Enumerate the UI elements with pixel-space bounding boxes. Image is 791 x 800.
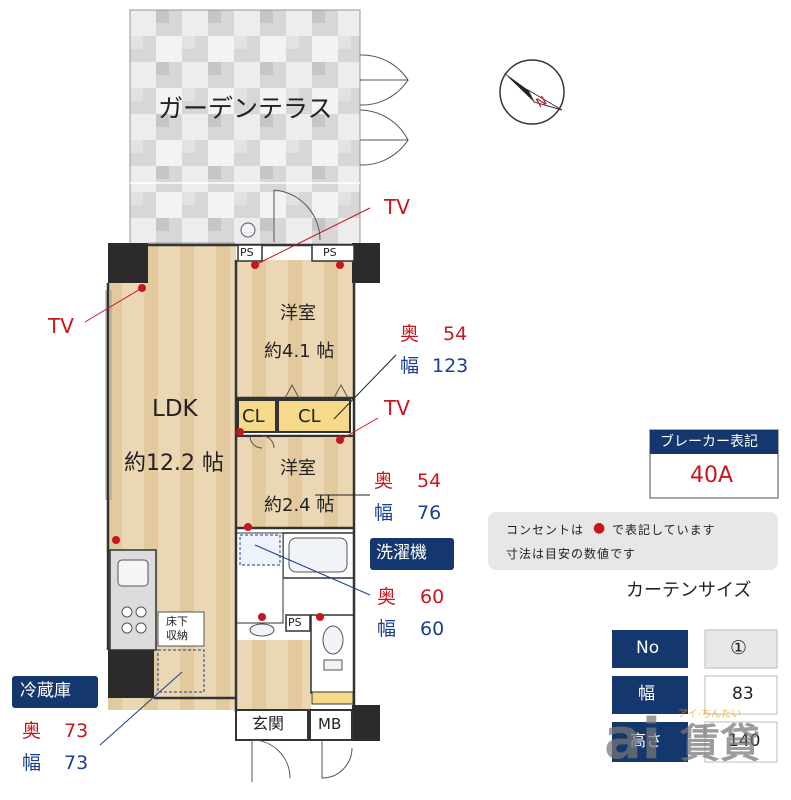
ps-label-3: PS xyxy=(288,616,302,629)
western2-label: 洋室 xyxy=(280,458,316,479)
breaker-value: 40A xyxy=(690,463,734,488)
curtain1-depth: 54 xyxy=(443,323,468,345)
washer-depth-label: 奥 xyxy=(377,586,397,608)
fridge-width: 73 xyxy=(64,752,89,774)
curtain2-depth: 54 xyxy=(417,470,442,492)
notes-line1b: で表記しています xyxy=(612,523,716,537)
ps-label-1: PS xyxy=(240,246,254,259)
closet-label-1: CL xyxy=(242,406,265,427)
curtain2-depth-label: 奥 xyxy=(374,470,394,492)
western1-label: 洋室 xyxy=(280,303,316,324)
fridge-depth: 73 xyxy=(64,720,89,742)
curtain1-depth-label: 奥 xyxy=(400,323,420,345)
washer-title: 洗濯機 xyxy=(376,543,427,563)
mb-label: MB xyxy=(318,715,342,733)
washer-badge xyxy=(370,538,454,570)
breaker-title: ブレーカー表記 xyxy=(660,434,758,450)
closet-small xyxy=(237,399,277,433)
curtain-row-value-1: ① xyxy=(730,637,748,659)
fridge-width-label: 幅 xyxy=(22,752,42,774)
fridge-depth-label: 奥 xyxy=(22,720,42,742)
storage-label-2: 収納 xyxy=(166,629,188,642)
washer-depth: 60 xyxy=(420,586,445,608)
western1-floor xyxy=(236,260,354,398)
garden-terrace-area xyxy=(129,9,361,246)
garden-terrace-label: ガーデンテラス xyxy=(158,94,333,123)
curtain-table-title: カーテンサイズ xyxy=(626,580,752,601)
fridge-title: 冷蔵庫 xyxy=(20,681,71,701)
notes-line1a: コンセントは xyxy=(506,523,585,537)
ps-label-2: PS xyxy=(323,246,337,259)
curtain-row-label-3: 高さ xyxy=(630,731,663,750)
western2-floor xyxy=(236,438,354,528)
curtain1-width: 123 xyxy=(432,355,469,377)
tv-label-2: TV xyxy=(48,314,74,338)
entrance-box xyxy=(235,709,309,741)
mb-box xyxy=(309,709,353,741)
ldk-label: LDK xyxy=(152,396,198,422)
curtain-row-label-2: 幅 xyxy=(638,684,655,704)
curtain2-width-label: 幅 xyxy=(374,502,394,524)
storage-label-1: 床下 xyxy=(166,615,188,628)
curtain-row-value-3: 140 xyxy=(728,731,761,751)
curtain1-width-label: 幅 xyxy=(400,355,420,377)
curtain2-width: 76 xyxy=(417,502,442,524)
entrance-label: 玄関 xyxy=(252,714,285,733)
hall-floor xyxy=(236,640,311,710)
compass-icon xyxy=(499,59,565,125)
washer-width-label: 幅 xyxy=(377,618,397,640)
curtain-row-label-1: No xyxy=(636,638,660,658)
notes-line2: 寸法は目安の数値です xyxy=(506,547,637,561)
tv-label-3: TV xyxy=(384,396,410,420)
closet-large xyxy=(277,399,351,433)
tv-label-1: TV xyxy=(384,195,410,219)
curtain-row-value-2: 83 xyxy=(732,684,754,704)
western1-size: 約4.1 帖 xyxy=(264,341,335,362)
washer-width: 60 xyxy=(420,618,445,640)
outlet-icon: ● xyxy=(593,520,606,536)
ldk-size: 約12.2 帖 xyxy=(124,451,224,476)
fridge-badge xyxy=(12,676,98,708)
closet-label-2: CL xyxy=(298,406,321,427)
western2-size: 約2.4 帖 xyxy=(264,495,335,516)
brand-logo: アイ-ちんたい ai 賃貸 xyxy=(604,707,760,772)
